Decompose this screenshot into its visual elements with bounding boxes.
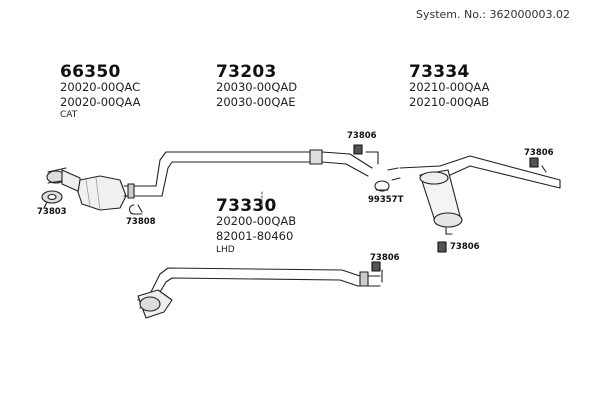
label-hanger-middle: 73806 (347, 131, 377, 141)
label-hanger-silencer: 73806 (450, 242, 480, 252)
lhd-hanger-icon (371, 261, 383, 283)
system-number: System. No.: 362000003.02 (416, 8, 570, 21)
gasket-icon (41, 190, 63, 209)
lhd-pipe-code-2: 82001-80460 (216, 229, 294, 243)
silencer-hanger-icon (437, 241, 447, 253)
middle-pipe-code-2: 20030-00QAE (216, 95, 296, 109)
catalyst-code-2: 20020-00QAA (60, 95, 141, 109)
label-hanger-lhd: 73806 (370, 253, 400, 263)
label-rear-clamp: 99357T (368, 195, 404, 205)
part-number-rear-silencer: 73334 (409, 62, 470, 82)
middle-pipe-code-1: 20030-00QAD (216, 80, 298, 94)
part-number-middle-pipe: 73203 (216, 62, 277, 82)
lhd-pipe-note: LHD (216, 245, 235, 255)
hanger-icon (353, 144, 379, 165)
part-number-catalyst: 66350 (60, 62, 121, 82)
rear-silencer (387, 155, 561, 235)
rear-hanger-icon (529, 157, 547, 173)
rear-silencer-code-2: 20210-00QAB (409, 95, 490, 109)
middle-pipe (149, 149, 373, 197)
label-gasket: 73803 (37, 207, 67, 217)
catalyst-code-1: 20020-00QAC (60, 80, 141, 94)
label-hanger-rear: 73806 (524, 148, 554, 158)
catalyst-note: CAT (60, 110, 78, 120)
catalytic-converter (46, 167, 151, 211)
lhd-pipe-code-1: 20200-00QAB (216, 214, 297, 228)
part-number-lhd-pipe: 73330 (216, 196, 277, 216)
rear-silencer-code-1: 20210-00QAA (409, 80, 490, 94)
lhd-pipe (137, 267, 381, 319)
clamp-icon (128, 204, 143, 215)
label-clamp: 73808 (126, 217, 156, 227)
rear-clamp-icon (374, 180, 390, 192)
